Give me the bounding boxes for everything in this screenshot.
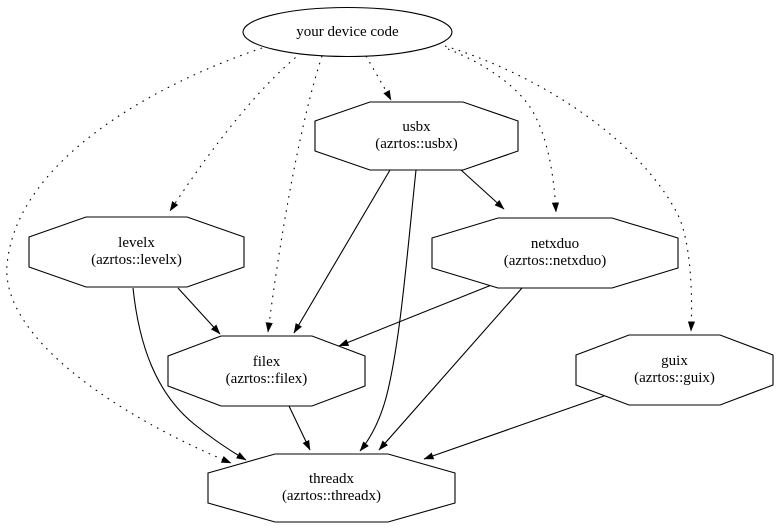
node-shape-guix-octagon	[575, 334, 774, 406]
edge-device-filex	[265, 55, 323, 333]
node-guix-sublabel: (azrtos::guix)	[634, 370, 715, 386]
node-filex: filex (azrtos::filex)	[168, 354, 365, 388]
node-threadx-sublabel: (azrtos::threadx)	[281, 488, 382, 504]
node-shape-levelx-octagon	[28, 216, 245, 288]
node-device-code-label: your device code	[296, 23, 399, 40]
edge-netxduo-threadx	[378, 287, 523, 451]
node-shape-device-ellipse	[242, 6, 453, 58]
node-shape-filex-octagon	[167, 335, 366, 407]
edge-netxduo-filex	[338, 283, 495, 347]
edge-device-levelx	[169, 52, 302, 212]
edge-usbx-filex	[293, 169, 391, 334]
node-shape-usbx-octagon	[314, 101, 519, 171]
edge-filex-threadx	[288, 405, 311, 451]
node-netxduo-label: netxduo	[530, 236, 580, 252]
node-threadx: threadx (azrtos::threadx)	[208, 471, 455, 505]
edge-guix-threadx	[423, 395, 605, 460]
node-filex-sublabel: (azrtos::filex)	[225, 371, 308, 387]
node-guix: guix (azrtos::guix)	[576, 353, 773, 387]
edge-device-usbx	[365, 55, 392, 101]
node-netxduo: netxduo (azrtos::netxduo)	[432, 236, 678, 270]
edge-group	[6, 45, 696, 464]
node-device-code: your device code	[243, 23, 452, 41]
node-filex-label: filex	[252, 354, 281, 370]
node-levelx-label: levelx	[118, 235, 155, 251]
node-shape-threadx-octagon	[207, 453, 456, 523]
edge-levelx-filex	[177, 287, 221, 335]
node-levelx: levelx (azrtos::levelx)	[29, 235, 244, 269]
node-levelx-sublabel: (azrtos::levelx)	[91, 252, 182, 268]
node-netxduo-sublabel: (azrtos::netxduo)	[503, 253, 607, 269]
edge-usbx-threadx	[359, 169, 417, 452]
node-usbx-label: usbx	[402, 119, 431, 135]
node-shape-group	[28, 6, 774, 523]
node-usbx: usbx (azrtos::usbx)	[315, 119, 518, 153]
node-shape-netxduo-octagon	[431, 217, 679, 289]
node-threadx-label: threadx	[309, 471, 354, 487]
edge-levelx-threadx	[132, 287, 247, 461]
node-guix-label: guix	[661, 353, 688, 369]
node-usbx-sublabel: (azrtos::usbx)	[375, 136, 458, 152]
edge-usbx-netxduo	[460, 169, 505, 210]
